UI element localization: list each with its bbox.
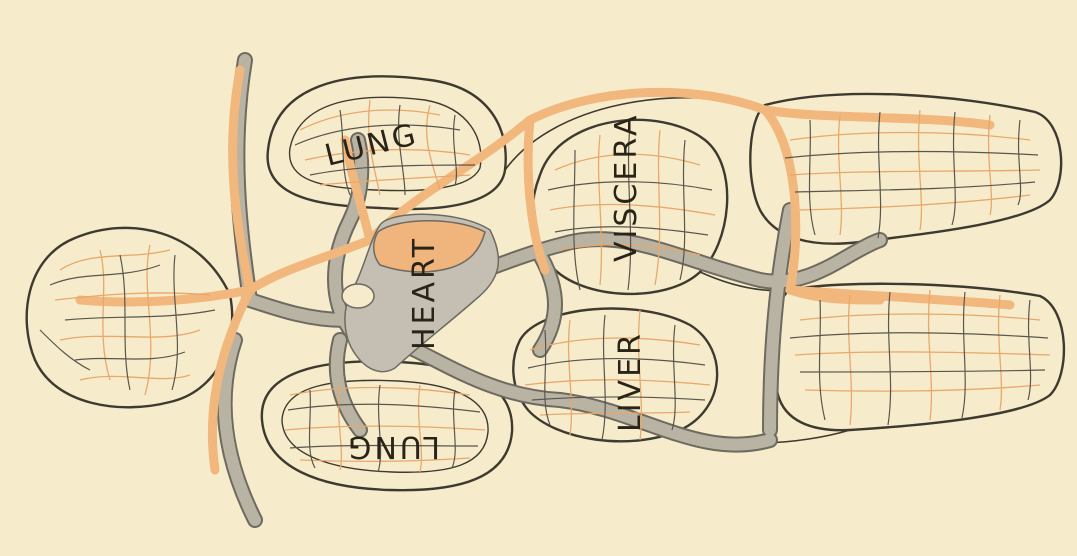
lower-limb-outline — [774, 284, 1064, 430]
heart-valve — [342, 284, 374, 308]
label-liver: LIVER — [613, 331, 648, 432]
label-heart: HEART — [407, 236, 442, 350]
label-viscera: VISCERA — [609, 113, 644, 262]
label-lung-bottom: LUNG — [345, 429, 440, 464]
